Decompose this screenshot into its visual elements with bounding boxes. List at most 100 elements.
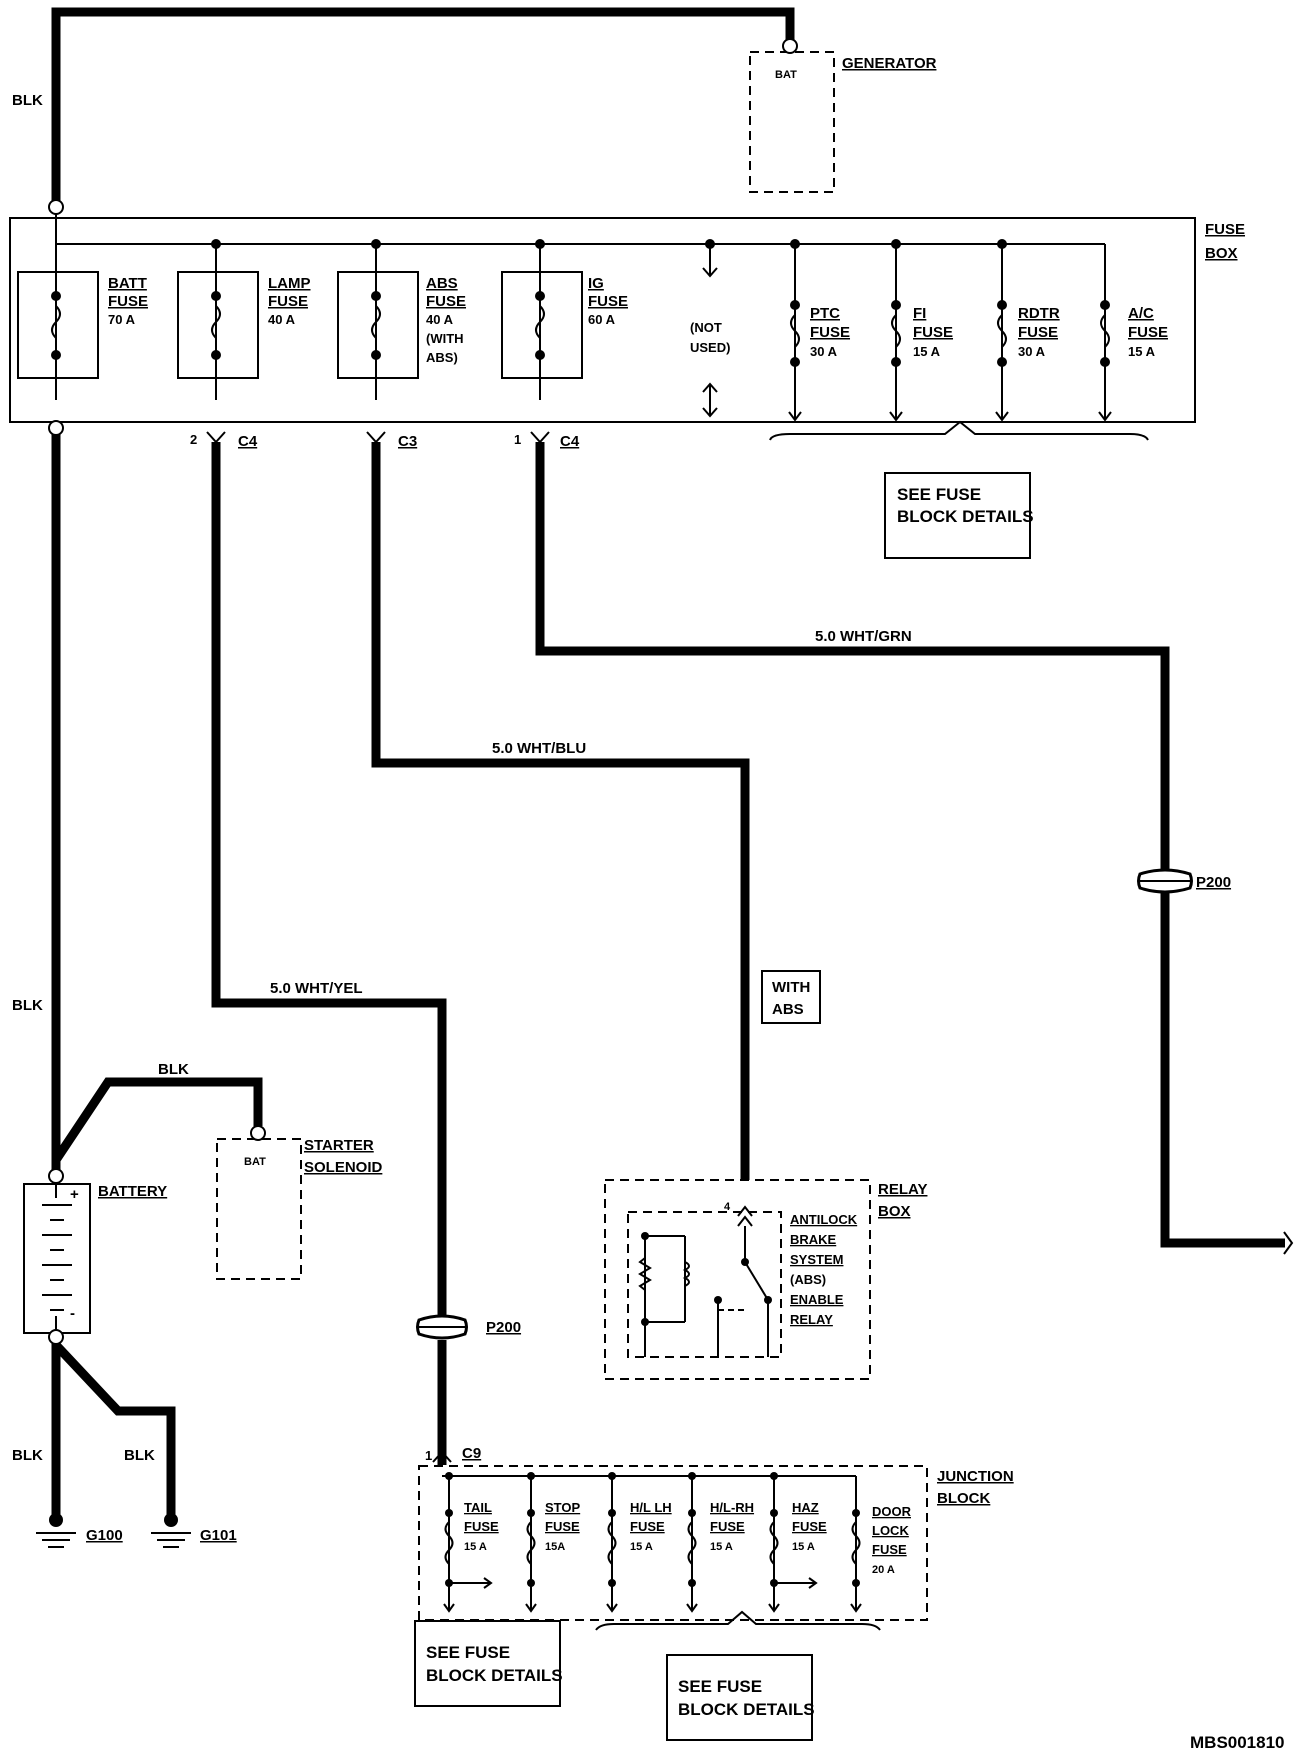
blk-wire-generator	[51, 7, 795, 205]
svg-text:FUSE: FUSE	[792, 1519, 827, 1534]
svg-text:4: 4	[724, 1201, 731, 1213]
svg-text:ABS: ABS	[426, 275, 458, 292]
blk-label-g101: BLK	[124, 1447, 155, 1464]
junction-details-note-a: SEE FUSE BLOCK DETAILS	[414, 1620, 563, 1707]
batt-fuse: BATT FUSE 70 A	[17, 244, 148, 400]
wht-grn-label: 5.0 WHT/GRN	[815, 628, 912, 645]
svg-text:SEE FUSE: SEE FUSE	[426, 1643, 510, 1662]
battery-minus: -	[70, 1305, 75, 1322]
svg-text:40 A: 40 A	[268, 312, 296, 327]
svg-text:FUSE: FUSE	[426, 293, 466, 310]
svg-text:FUSE: FUSE	[588, 293, 628, 310]
ig-fuse: IG FUSE 60 A	[501, 239, 628, 400]
svg-text:STARTER: STARTER	[304, 1137, 374, 1154]
svg-text:FUSE: FUSE	[268, 293, 308, 310]
svg-text:20 A: 20 A	[872, 1564, 895, 1576]
svg-text:70 A: 70 A	[108, 312, 136, 327]
svg-text:LAMP: LAMP	[268, 275, 311, 292]
svg-text:P200: P200	[1196, 874, 1231, 891]
svg-text:SYSTEM: SYSTEM	[790, 1252, 843, 1267]
fuse-box-bottom-terminal	[48, 420, 64, 436]
battery: + - BATTERY	[23, 1168, 167, 1345]
fuse-box-details-note: SEE FUSE BLOCK DETAILS	[884, 472, 1034, 559]
svg-text:BLOCK: BLOCK	[937, 1490, 990, 1507]
svg-text:H/L LH: H/L LH	[630, 1500, 672, 1515]
svg-text:SOLENOID: SOLENOID	[304, 1159, 383, 1176]
svg-text:FUSE: FUSE	[464, 1519, 499, 1534]
generator-label: GENERATOR	[842, 55, 937, 72]
svg-text:FI: FI	[913, 305, 926, 322]
svg-text:15 A: 15 A	[1128, 344, 1156, 359]
wht-grn-wire-lower	[1160, 893, 1285, 1248]
svg-text:USED): USED)	[690, 340, 730, 355]
svg-text:ABS: ABS	[772, 1001, 804, 1018]
svg-text:2: 2	[190, 432, 197, 447]
svg-text:RELAY: RELAY	[790, 1312, 833, 1327]
svg-text:15 A: 15 A	[630, 1541, 653, 1553]
svg-text:1: 1	[514, 432, 521, 447]
connector-c4-ig: 1 C4	[514, 431, 580, 450]
fuse-box-top-terminal	[48, 199, 64, 215]
not-used-slot: (NOT USED)	[690, 239, 730, 418]
svg-text:15 A: 15 A	[913, 344, 941, 359]
svg-text:ABS): ABS)	[426, 350, 458, 365]
p200-splice-right: P200	[1137, 868, 1231, 894]
fuse-box-outline	[9, 217, 1196, 423]
svg-text:C3: C3	[398, 433, 417, 450]
ground-g100: G100	[36, 1513, 123, 1548]
svg-text:BLOCK DETAILS: BLOCK DETAILS	[426, 1666, 563, 1685]
svg-text:FUSE: FUSE	[913, 324, 953, 341]
svg-text:FUSE: FUSE	[872, 1542, 907, 1557]
ac-fuse: A/C FUSE 15 A	[1098, 244, 1168, 422]
wht-yel-wire-upper	[211, 442, 447, 1316]
svg-text:G101: G101	[200, 1527, 237, 1544]
with-abs-note: WITH ABS	[761, 970, 821, 1024]
fuse-box: FUSE BOX BATT FUSE 70 A LAMP FUSE 4	[9, 199, 1245, 559]
wht-yel-label: 5.0 WHT/YEL	[270, 980, 363, 997]
blk-label-g100: BLK	[12, 1447, 43, 1464]
svg-text:C4: C4	[238, 433, 258, 450]
wht-grn-wire-upper	[535, 442, 1170, 869]
generator: BAT GENERATOR	[749, 38, 937, 193]
svg-text:FUSE: FUSE	[810, 324, 850, 341]
generator-bat-label: BAT	[775, 69, 797, 81]
blk-label-mid: BLK	[12, 997, 43, 1014]
svg-text:C9: C9	[462, 1445, 481, 1462]
svg-text:PTC: PTC	[810, 305, 840, 322]
svg-text:RDTR: RDTR	[1018, 305, 1060, 322]
svg-text:ANTILOCK: ANTILOCK	[790, 1212, 858, 1227]
junction-details-note-b: SEE FUSE BLOCK DETAILS	[666, 1654, 815, 1741]
lamp-fuse: LAMP FUSE 40 A	[177, 239, 311, 400]
svg-text:DOOR: DOOR	[872, 1504, 912, 1519]
svg-text:(WITH: (WITH	[426, 331, 464, 346]
svg-text:15 A: 15 A	[792, 1541, 815, 1553]
svg-text:H/L-RH: H/L-RH	[710, 1500, 754, 1515]
generator-box	[749, 51, 835, 193]
wht-blu-wire	[371, 442, 750, 1180]
svg-text:40 A: 40 A	[426, 312, 454, 327]
svg-text:WITH: WITH	[772, 979, 810, 996]
svg-text:FUSE: FUSE	[108, 293, 148, 310]
relay-box: RELAY BOX 4 ANTILOCK BRAKE SYSTEM (ABS) …	[604, 1179, 927, 1380]
connector-c9	[432, 1450, 452, 1463]
svg-text:BRAKE: BRAKE	[790, 1232, 837, 1247]
svg-text:60 A: 60 A	[588, 312, 616, 327]
svg-text:15 A: 15 A	[710, 1541, 733, 1553]
svg-text:C4: C4	[560, 433, 580, 450]
svg-text:JUNCTION: JUNCTION	[937, 1468, 1014, 1485]
svg-text:BATT: BATT	[108, 275, 147, 292]
junction-block: 1 C9 JUNCTION BLOCK TAIL FUSE 15 A STOP …	[414, 1445, 1014, 1741]
fuse-box-label-2: BOX	[1205, 245, 1238, 262]
svg-text:15A: 15A	[545, 1541, 565, 1553]
connector-c4-lamp: 2 C4	[190, 431, 258, 450]
svg-text:15 A: 15 A	[464, 1541, 487, 1553]
ground-g101: G101	[151, 1513, 237, 1548]
generator-bat-terminal	[782, 38, 798, 54]
svg-text:FUSE: FUSE	[630, 1519, 665, 1534]
battery-label: BATTERY	[98, 1183, 167, 1200]
fuse-box-bracket	[769, 420, 1149, 441]
svg-text:TAIL: TAIL	[464, 1500, 492, 1515]
svg-text:STOP: STOP	[545, 1500, 580, 1515]
svg-text:HAZ: HAZ	[792, 1500, 819, 1515]
